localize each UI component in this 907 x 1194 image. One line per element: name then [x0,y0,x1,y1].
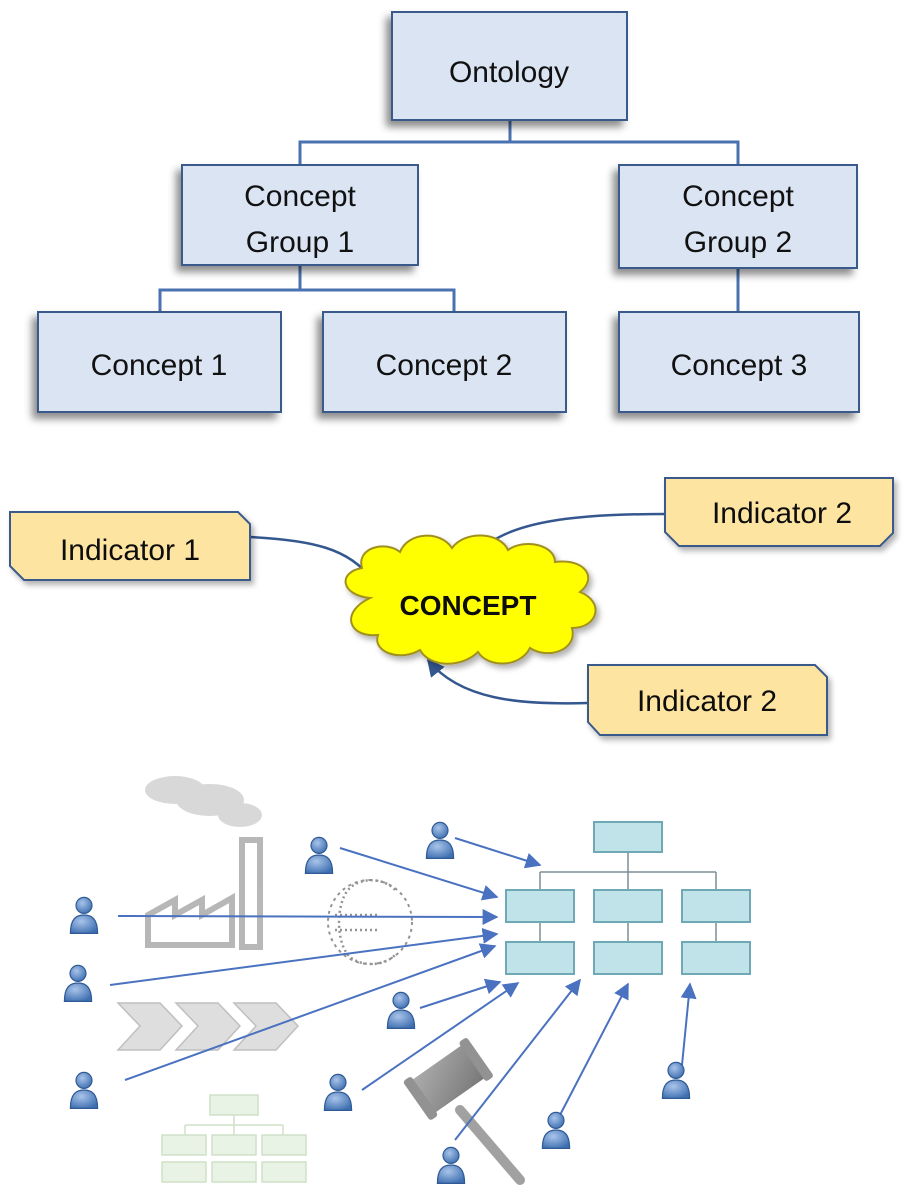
org-chart-icon [161,1094,307,1183]
indicator-2-top-label: Indicator 2 [712,497,852,530]
euro-icon [327,879,413,966]
main-org-chart [505,821,751,975]
person-icon [304,836,334,875]
indicator-1-label: Indicator 1 [60,534,200,567]
contribution-arrows [109,837,697,1141]
indicator-2-bottom-arrow [426,658,589,705]
gavel-icon [403,1038,525,1185]
person-icon [661,1061,691,1100]
concept-group-1-line2: Group 1 [246,226,354,259]
indicator-2-bottom-tag: Indicator 2 [587,664,828,736]
concept-cloud: CONCEPT [344,534,597,665]
concept-group-1-line1: Concept [244,180,356,213]
org-chart-box [593,941,663,975]
org-chart-root-box [593,821,663,853]
org-chart-box [593,889,663,923]
indicator-2-bottom-label: Indicator 2 [637,685,777,718]
person-icon [69,1071,99,1110]
org-chart-box [681,941,751,975]
ontology-label: Ontology [449,56,569,89]
process-chevrons-icon [116,1002,300,1051]
concept-group-2-line2: Group 2 [684,226,792,259]
concept-group-1-box: Concept Group 1 [181,164,419,266]
concept-group-2-line1: Concept [682,180,794,213]
concept-label: CONCEPT [400,590,537,621]
concept-group-2-box: Concept Group 2 [618,164,858,269]
org-chart-box [681,889,751,923]
knowledge-illustration [63,776,751,1185]
person-icon [63,964,93,1003]
indicator-2-top-tag: Indicator 2 [664,477,894,547]
person-icon [436,1146,466,1185]
concept-1-box: Concept 1 [37,311,282,413]
concept-3-box: Concept 3 [618,311,860,413]
person-icon [69,896,99,935]
factory-icon [145,776,263,950]
person-icon [323,1073,353,1112]
org-chart-box [505,889,575,923]
concept-1-label: Concept 1 [91,349,228,382]
indicator-1-tag: Indicator 1 [9,511,251,581]
person-icon [425,821,455,860]
concept-3-label: Concept 3 [671,349,808,382]
person-icon [541,1111,571,1150]
hierarchy-connectors [158,120,740,312]
person-icon [386,991,416,1030]
concept-2-label: Concept 2 [376,349,513,382]
ontology-box: Ontology [391,11,628,121]
concept-2-box: Concept 2 [322,311,567,413]
org-chart-box [505,941,575,975]
ontology-hierarchy: Ontology Concept Group 1 Concept Group 2… [37,11,860,413]
concept-map: CONCEPT Indicator 1 Indicator 2 Indicato… [9,477,894,736]
